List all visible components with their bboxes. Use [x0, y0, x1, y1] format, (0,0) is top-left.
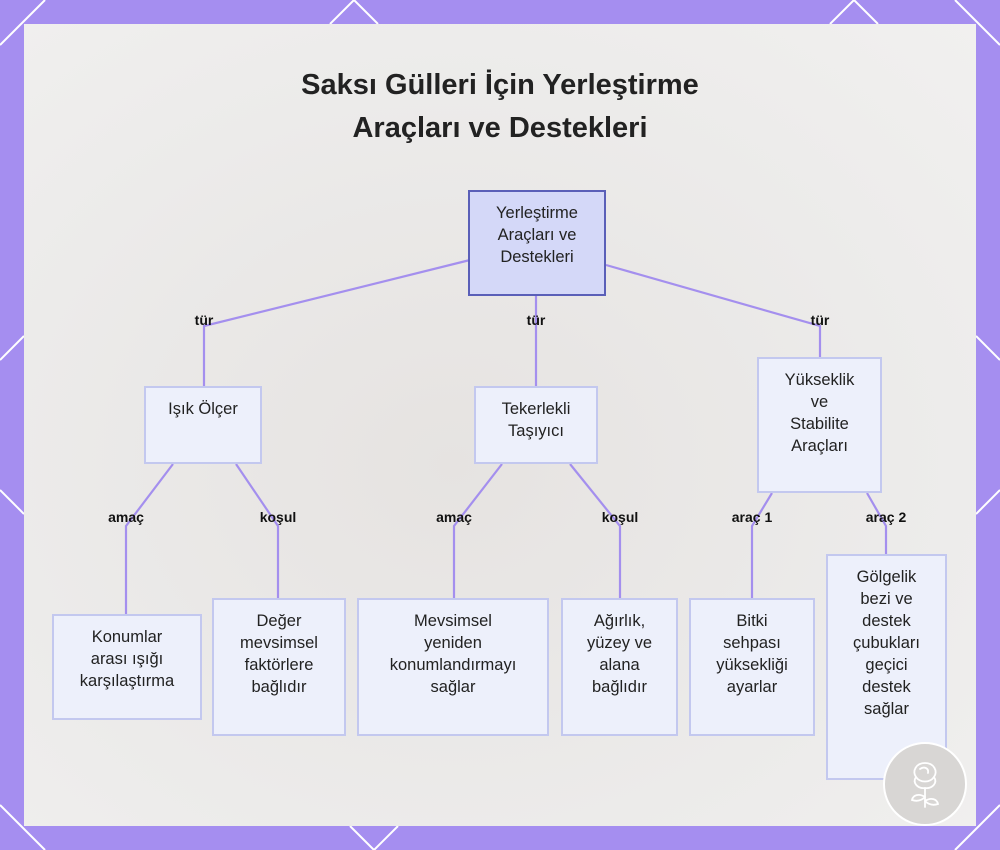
node-plant-stand[interactable]: Bitki sehpası yüksekliği ayarlar — [689, 598, 815, 736]
node-shade-cloth-label: Gölgelik bezi ve destek çubukları geçici… — [853, 566, 920, 720]
title-line-1: Saksı Gülleri İçin Yerleştirme — [200, 64, 800, 107]
node-light-meter-label: Işık Ölçer — [168, 398, 238, 420]
edge-light-meter-value — [236, 464, 278, 598]
node-root[interactable]: Yerleştirme Araçları ve Destekleri — [468, 190, 606, 296]
node-wheeled-carrier[interactable]: Tekerlekli Taşıyıcı — [474, 386, 598, 464]
node-value-depends[interactable]: Değer mevsimsel faktörlere bağlıdır — [212, 598, 346, 736]
node-compare-light-label: Konumlar arası ışığı karşılaştırma — [80, 626, 174, 692]
edge-label-purpose-1: amaç — [108, 509, 144, 525]
node-weight-depends-label: Ağırlık, yüzey ve alana bağlıdır — [587, 610, 652, 698]
node-value-depends-label: Değer mevsimsel faktörlere bağlıdır — [240, 610, 318, 698]
edge-label-tool-1: araç 1 — [732, 509, 772, 525]
edge-root-light-meter — [204, 260, 470, 386]
edge-label-condition-2: koşul — [602, 509, 639, 525]
edge-carrier-weight — [570, 464, 620, 598]
edge-light-meter-compare — [126, 464, 173, 614]
edge-carrier-seasonal — [454, 464, 502, 598]
node-compare-light[interactable]: Konumlar arası ışığı karşılaştırma — [52, 614, 202, 720]
node-seasonal-label: Mevsimsel yeniden konumlandırmayı sağlar — [390, 610, 517, 698]
edge-root-height-tools — [606, 265, 820, 357]
rose-logo-icon — [882, 741, 968, 827]
node-light-meter[interactable]: Işık Ölçer — [144, 386, 262, 464]
edge-label-tool-2: araç 2 — [866, 509, 906, 525]
diagram-title: Saksı Gülleri İçin Yerleştirme Araçları … — [200, 64, 800, 150]
node-plant-stand-label: Bitki sehpası yüksekliği ayarlar — [716, 610, 788, 698]
node-weight-depends[interactable]: Ağırlık, yüzey ve alana bağlıdır — [561, 598, 678, 736]
edge-label-type-1: tür — [195, 312, 214, 328]
edge-label-purpose-2: amaç — [436, 509, 472, 525]
edge-label-type-3: tür — [811, 312, 830, 328]
node-seasonal[interactable]: Mevsimsel yeniden konumlandırmayı sağlar — [357, 598, 549, 736]
title-line-2: Araçları ve Destekleri — [200, 107, 800, 150]
node-height-tools-label: Yükseklik ve Stabilite Araçları — [785, 369, 855, 457]
edge-label-condition-1: koşul — [260, 509, 297, 525]
edge-label-type-2: tür — [527, 312, 546, 328]
node-root-label: Yerleştirme Araçları ve Destekleri — [496, 202, 578, 268]
node-wheeled-carrier-label: Tekerlekli Taşıyıcı — [502, 398, 571, 442]
node-height-tools[interactable]: Yükseklik ve Stabilite Araçları — [757, 357, 882, 493]
